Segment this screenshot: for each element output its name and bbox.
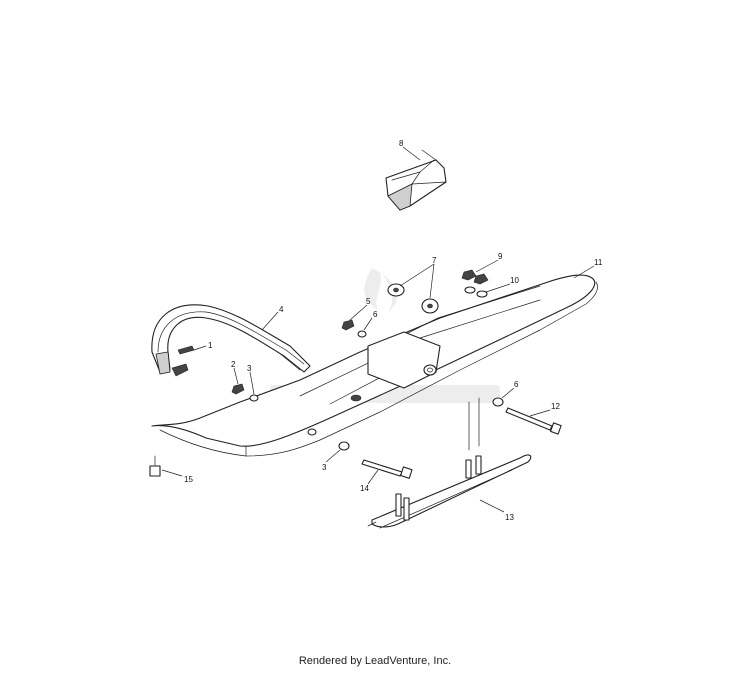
leader-lines [161,146,595,513]
callout-10: 10 [510,276,519,285]
callout-3-upper: 3 [247,364,252,373]
washer-10 [464,286,488,298]
nut-5 [341,319,355,331]
callout-12: 12 [551,402,560,411]
nut-9 [461,269,489,285]
callouts: 8 4 1 2 3 5 6 7 9 10 11 6 12 3 14 13 15 [184,139,603,522]
washer-3 [249,394,350,451]
callout-6-lower: 6 [514,380,519,389]
ski-body [151,274,598,457]
render-credit: Rendered by LeadVenture, Inc. [298,655,452,667]
callout-14: 14 [360,484,369,493]
callout-13: 13 [505,513,514,522]
washer-6 [357,330,504,407]
bolt-14 [361,459,413,479]
callout-3-lower: 3 [322,463,327,472]
callout-5: 5 [366,297,371,306]
callout-6-upper: 6 [373,310,378,319]
bolt-12 [505,407,562,435]
callout-4: 4 [279,305,284,314]
callout-11: 11 [594,258,603,267]
callout-1: 1 [208,341,213,350]
clip [171,345,195,377]
ski-skid-pad [385,149,447,211]
ski-runner-wear-bar [367,397,532,529]
callout-2: 2 [231,360,236,369]
bolt-15 [149,455,161,477]
callout-8: 8 [399,139,404,148]
ski-handle-loop [151,304,311,375]
nut-2 [231,383,245,395]
callout-7: 7 [432,256,437,265]
callout-9: 9 [498,252,503,261]
washer-7 [387,283,439,314]
callout-15: 15 [184,475,193,484]
